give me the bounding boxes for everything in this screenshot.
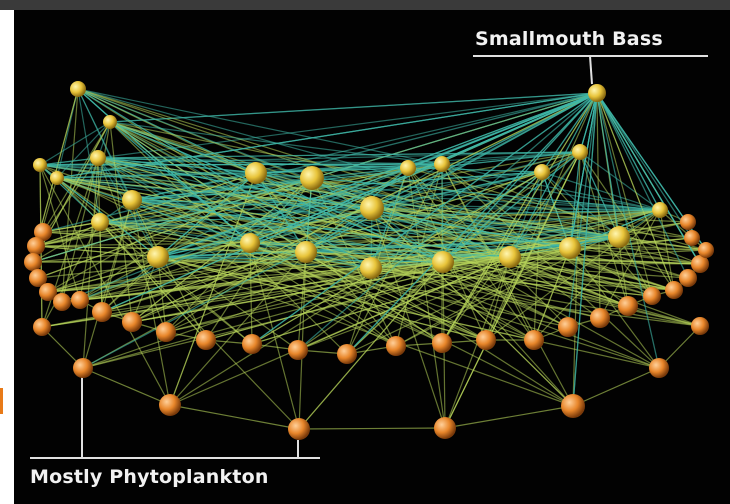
trophic-link <box>83 368 170 405</box>
top-species-label: Smallmouth Bass <box>475 28 663 50</box>
species-node <box>608 226 630 248</box>
species-node <box>386 336 406 356</box>
trophic-link <box>573 368 659 406</box>
species-node <box>53 293 71 311</box>
species-node <box>92 302 112 322</box>
species-node <box>360 196 384 220</box>
species-node <box>50 171 64 185</box>
species-node <box>476 330 496 350</box>
species-node <box>295 241 317 263</box>
species-node <box>588 84 606 102</box>
species-node <box>240 233 260 253</box>
top-label-leader <box>590 56 592 84</box>
species-node <box>360 257 382 279</box>
species-node <box>122 312 142 332</box>
species-node <box>27 237 45 255</box>
species-node <box>196 330 216 350</box>
species-node <box>434 156 450 172</box>
species-node <box>679 269 697 287</box>
species-node <box>691 317 709 335</box>
species-node <box>558 317 578 337</box>
species-node <box>432 251 454 273</box>
species-node <box>649 358 669 378</box>
species-node <box>91 213 109 231</box>
trophic-link <box>445 406 573 428</box>
species-node <box>434 417 456 439</box>
species-node <box>242 334 262 354</box>
species-node <box>103 115 117 129</box>
species-node <box>70 81 86 97</box>
species-node <box>90 150 106 166</box>
species-node <box>33 158 47 172</box>
species-node <box>159 394 181 416</box>
species-node <box>499 246 521 268</box>
species-node <box>559 237 581 259</box>
species-node <box>71 291 89 309</box>
species-node <box>337 344 357 364</box>
species-node <box>618 296 638 316</box>
species-node <box>680 214 696 230</box>
trophic-link <box>110 93 597 122</box>
species-node <box>590 308 610 328</box>
species-node <box>572 144 588 160</box>
species-node <box>698 242 714 258</box>
species-node <box>400 160 416 176</box>
species-node <box>300 166 324 190</box>
species-node <box>684 230 700 246</box>
species-node <box>288 340 308 360</box>
species-node <box>432 333 452 353</box>
species-node <box>288 418 310 440</box>
species-node <box>524 330 544 350</box>
species-node <box>665 281 683 299</box>
species-node <box>534 164 550 180</box>
species-node <box>73 358 93 378</box>
bottom-species-label: Mostly Phytoplankton <box>30 466 269 488</box>
species-node <box>652 202 668 218</box>
species-node <box>33 318 51 336</box>
species-node <box>24 253 42 271</box>
species-node <box>122 190 142 210</box>
species-node <box>245 162 267 184</box>
trophic-link <box>299 428 445 429</box>
species-node <box>156 322 176 342</box>
species-node <box>147 246 169 268</box>
species-node <box>561 394 585 418</box>
species-node <box>643 287 661 305</box>
